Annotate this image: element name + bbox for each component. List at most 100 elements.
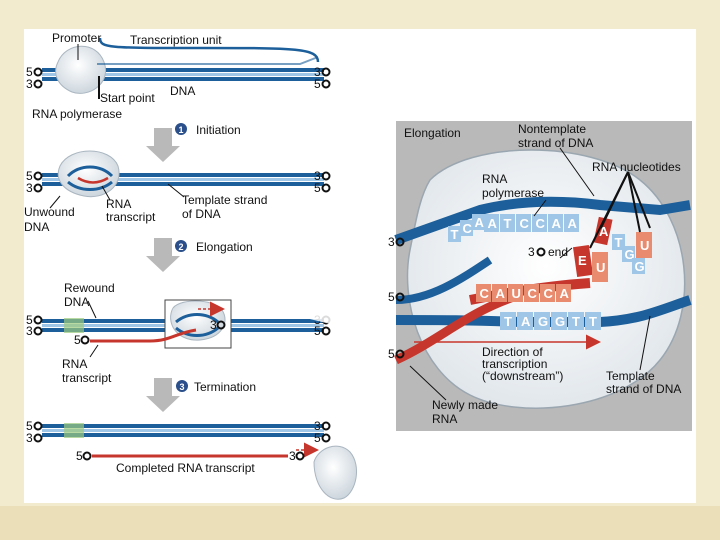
unwound-dna-label: DNA: [24, 220, 49, 234]
prime-icon: [33, 421, 43, 431]
zoom-end-5b: 5: [388, 347, 395, 361]
zoom-end-5: 5: [388, 290, 395, 304]
base-box: [517, 312, 533, 330]
step-number: 1: [179, 125, 184, 135]
base-box: [460, 220, 473, 236]
rna-transcript-label: transcript: [106, 210, 156, 224]
dna-strand-mid: [42, 178, 324, 181]
dna-strand-bottom: [42, 433, 324, 437]
end-5-left: 5: [26, 419, 33, 433]
nucleotide-letter: U: [596, 260, 605, 275]
prime-icon: [321, 421, 331, 431]
step-number: 3: [180, 382, 185, 392]
step-label: Elongation: [196, 240, 253, 254]
base-box: [556, 284, 571, 302]
rna-polymerase-label: RNA polymerase: [32, 107, 122, 121]
base-box: [524, 284, 539, 302]
pointer: [559, 147, 595, 197]
rna-polymerase-label: RNA: [482, 172, 507, 186]
base-box: [540, 284, 555, 302]
prime-icon: [395, 237, 405, 247]
end-5-right: 5: [314, 324, 321, 338]
base-letter: G: [538, 314, 548, 329]
base-box: [632, 258, 645, 274]
free-nucleotides: E U U A: [572, 216, 652, 282]
base-letter: A: [496, 286, 506, 301]
nontemplate-label: strand of DNA: [518, 136, 593, 150]
prime-icon: [80, 335, 90, 345]
stage-elongation: Rewound DNA RNA transcript 5 3 3 5 5 3: [26, 281, 331, 385]
transcription-unit-label: Transcription unit: [130, 33, 222, 47]
end-3-right: 3: [314, 169, 321, 183]
prime-icon: [33, 433, 43, 443]
base-letter: A: [475, 215, 485, 230]
direction-label: (“downstream”): [482, 369, 563, 383]
end-5-left: 5: [26, 313, 33, 327]
zoom-end-3: 3: [388, 235, 395, 249]
unwound-bottom: [175, 326, 219, 337]
rna-3-end: 3: [289, 449, 296, 463]
base-box: [612, 234, 625, 250]
base-letter: C: [463, 221, 473, 236]
template-strand-label: strand of DNA: [606, 382, 681, 396]
down-arrow-icon: [146, 238, 180, 272]
pointer: [167, 183, 185, 198]
base-box: [548, 214, 563, 232]
prime-icon: [295, 451, 305, 461]
template-strand-label: of DNA: [182, 207, 221, 221]
rna-polymerase-label: polymerase: [482, 186, 544, 200]
unwound-dna-label: Unwound: [24, 205, 75, 219]
base-letter: T: [589, 314, 597, 329]
step-badge: [175, 123, 187, 135]
step-badge: [175, 240, 187, 252]
step-initiation: 1 Initiation: [146, 123, 241, 162]
zoom-title: Elongation: [404, 126, 461, 140]
prime-icon: [33, 315, 43, 325]
rna-transcript-label: transcript: [62, 371, 112, 385]
prime-icon: [395, 292, 405, 302]
end-3-left: 3: [26, 181, 33, 195]
prime-icon: [33, 67, 43, 77]
three-end-label: end: [548, 245, 568, 259]
pointer: [49, 195, 61, 209]
nucleotide-letter: U: [640, 238, 649, 253]
prime-icon: [216, 320, 226, 330]
step-label: Initiation: [196, 123, 241, 137]
rna-transcript-label: RNA: [62, 357, 87, 371]
base-letter: A: [560, 286, 570, 301]
base-letter: T: [504, 216, 512, 231]
base-box: [551, 312, 567, 330]
pointer: [627, 171, 641, 233]
nucleotide-letter: A: [599, 224, 609, 239]
prime-icon: [321, 183, 331, 193]
base-box: [492, 284, 507, 302]
template-strand-label: Template strand: [182, 193, 267, 207]
base-box: [622, 246, 635, 262]
end-3-right: 3: [314, 65, 321, 79]
rewound-dna-label: DNA: [64, 295, 89, 309]
rna-5-end: 5: [76, 449, 83, 463]
base-letter: C: [544, 286, 554, 301]
prime-icon: [321, 79, 331, 89]
rna-3-end: 3: [210, 318, 217, 332]
base-letter: T: [572, 314, 580, 329]
prime-icon: [33, 171, 43, 181]
step-label: Termination: [194, 380, 256, 394]
step-badge: [176, 380, 188, 392]
dna-strand-mid: [42, 429, 324, 432]
pointer: [533, 199, 547, 217]
end-3-left: 3: [26, 324, 33, 338]
dna-strand-bottom: [42, 182, 324, 186]
transcription-unit-brace: [98, 37, 320, 63]
pointer: [89, 344, 99, 358]
end-5-left: 5: [26, 169, 33, 183]
base-letter: U: [512, 286, 521, 301]
dna-strand-bottom: [42, 77, 324, 81]
end-3-left: 3: [26, 431, 33, 445]
nontemplate-label: Nontemplate: [518, 122, 586, 136]
nucleotide-icon: [636, 232, 652, 258]
step-elongation: 2 Elongation: [146, 238, 253, 272]
